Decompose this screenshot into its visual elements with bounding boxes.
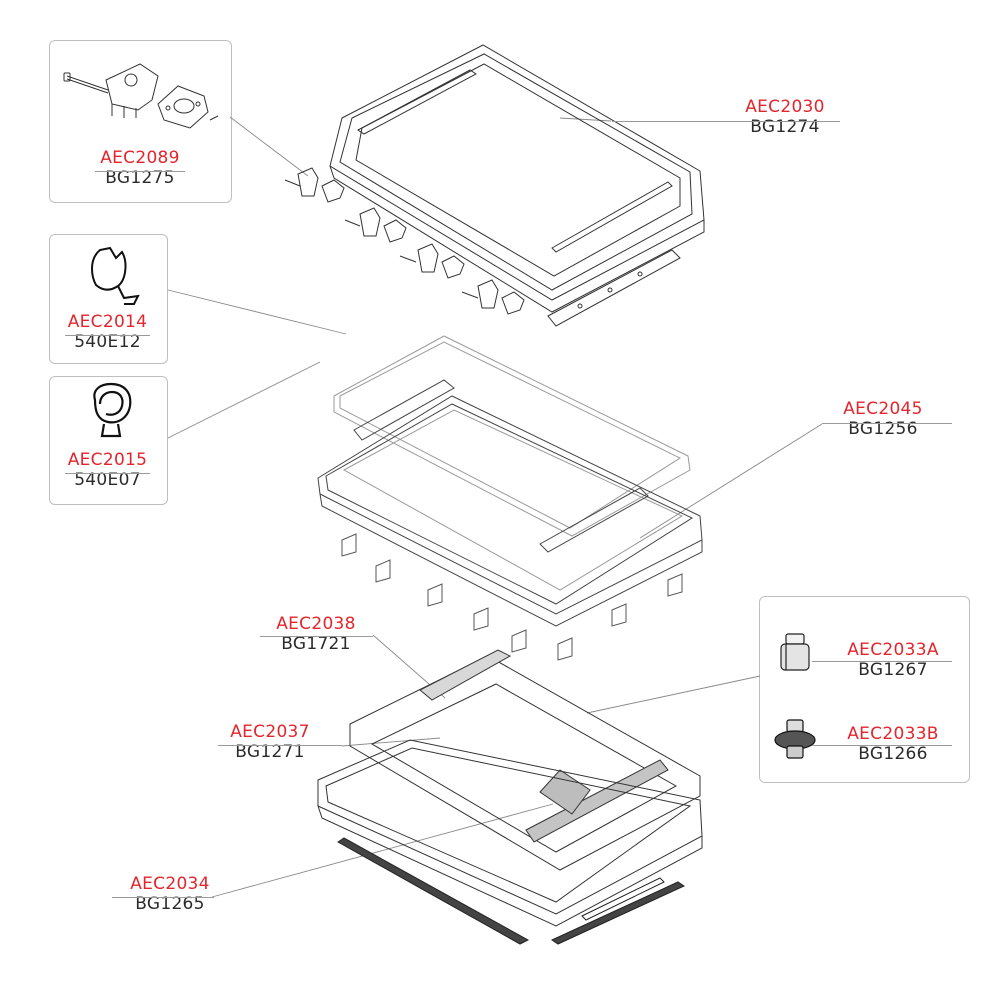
part-code: AEC2033A	[847, 640, 939, 660]
hinge-set	[284, 167, 525, 315]
label-aec2015: AEC2015 540E07	[50, 450, 165, 490]
label-rule	[65, 335, 150, 336]
label-aec2038: AEC2038 BG1721	[246, 614, 386, 654]
part-code: AEC2034	[130, 874, 210, 894]
part-code: AEC2038	[276, 614, 356, 634]
part-code: AEC2030	[745, 97, 825, 117]
label-rule	[812, 745, 952, 746]
part-ref: BG1266	[858, 744, 928, 764]
label-aec2037: AEC2037 BG1271	[200, 722, 340, 762]
part-ref: BG1256	[848, 419, 918, 439]
aec2014-inset-seal-profile	[91, 246, 140, 305]
label-aec2033b: AEC2033B BG1266	[826, 724, 960, 764]
part-ref: BG1271	[235, 742, 305, 762]
part-code: AEC2089	[100, 148, 180, 168]
label-rule	[95, 171, 185, 172]
aec2033a-plug-drawing	[780, 633, 810, 671]
bottom-frame	[317, 739, 703, 927]
trim-strips	[337, 837, 686, 945]
aec2015-inset-seal-profile	[93, 382, 132, 438]
part-ref: 540E07	[74, 470, 141, 490]
label-aec2089: AEC2089 BG1275	[60, 148, 220, 188]
part-ref: BG1274	[750, 117, 820, 137]
label-aec2045: AEC2045 BG1256	[808, 399, 958, 439]
aec2033b-plug-drawing	[774, 719, 816, 759]
label-aec2034: AEC2034 BG1265	[100, 874, 240, 914]
callout-box-aec2014	[49, 234, 168, 364]
part-ref: 540E12	[74, 332, 141, 352]
part-code: AEC2045	[843, 399, 923, 419]
label-rule	[112, 897, 214, 898]
part-ref: BG1275	[105, 168, 175, 188]
part-ref: BG1265	[135, 894, 205, 914]
label-rule	[822, 423, 952, 424]
part-code: AEC2015	[67, 450, 148, 470]
label-aec2033a: AEC2033A BG1267	[826, 640, 960, 680]
mid-frame	[317, 379, 703, 627]
part-code: AEC2014	[67, 312, 148, 332]
label-rule	[218, 745, 342, 746]
label-rule	[260, 636, 373, 637]
part-code: AEC2037	[230, 722, 310, 742]
clip-set	[341, 533, 683, 661]
part-ref: BG1721	[281, 634, 351, 654]
label-rule	[812, 661, 952, 662]
label-aec2030: AEC2030 BG1274	[700, 97, 870, 137]
label-rule	[612, 121, 840, 122]
aec2089-inset-hinge	[63, 63, 219, 129]
top-dome-frame	[329, 44, 705, 327]
label-aec2014: AEC2014 540E12	[50, 312, 165, 352]
callout-box-aec2089	[49, 40, 232, 203]
seal-ring	[333, 335, 691, 537]
label-rule	[65, 473, 150, 474]
leader-lines	[167, 116, 823, 898]
callout-box-aec2015	[49, 376, 168, 505]
blind-frame	[349, 649, 701, 871]
part-code: AEC2033B	[847, 724, 939, 744]
part-ref: BG1267	[858, 660, 928, 680]
